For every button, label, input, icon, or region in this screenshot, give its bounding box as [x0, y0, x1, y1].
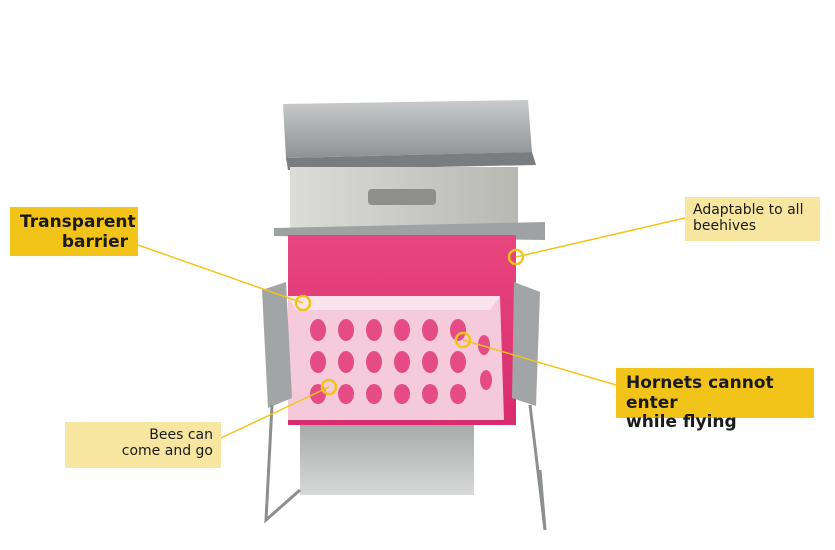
transparent-cage	[288, 296, 504, 420]
label-transparent-barrier: Transparent barrier	[10, 207, 138, 256]
label-adaptable: Adaptable to all beehives	[685, 197, 820, 241]
label-line: while flying	[626, 412, 737, 433]
hive-super	[290, 167, 518, 228]
label-line: barrier	[61, 231, 128, 252]
label-hornets: Hornets cannot enter while flying	[616, 368, 814, 432]
callout-lines	[137, 217, 686, 439]
label-line: Bees can	[149, 427, 213, 443]
stand-legs	[264, 404, 547, 531]
label-line: Transparent	[20, 212, 136, 232]
callout-dots	[294, 248, 525, 396]
label-line: come and go	[121, 443, 213, 460]
bottom-plate	[300, 425, 474, 495]
label-bees: Bees can come and go	[65, 422, 221, 468]
label-line: beehives	[693, 218, 757, 235]
label-line: Hornets cannot enter	[626, 373, 774, 413]
side-wings	[262, 282, 540, 408]
label-line: Adaptable to all	[693, 202, 804, 218]
hive-roof	[283, 100, 536, 170]
